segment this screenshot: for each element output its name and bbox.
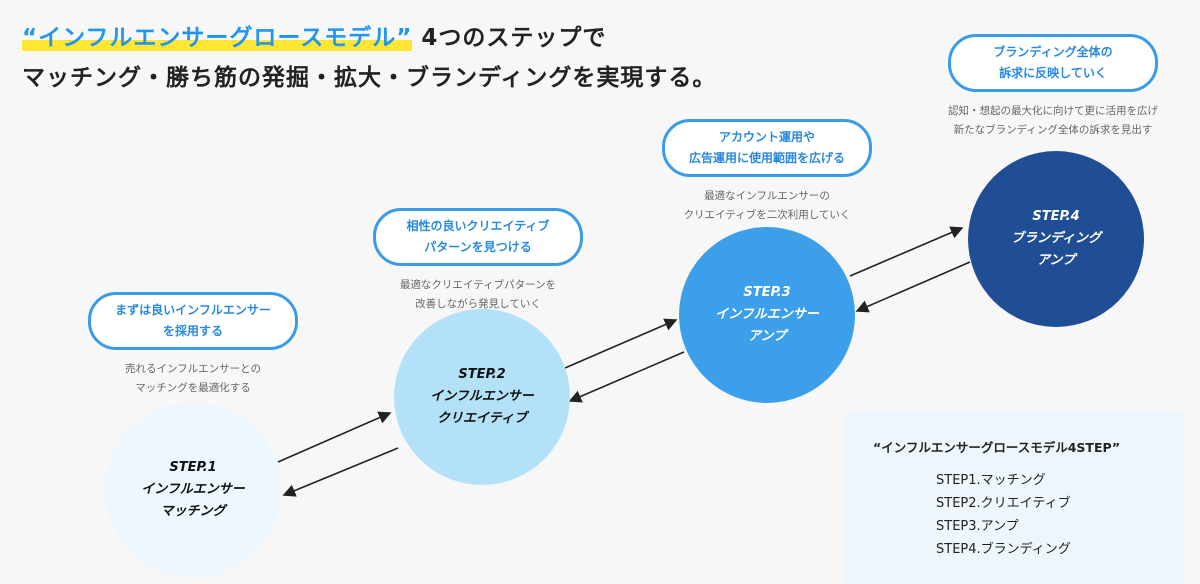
- circle-label: アンプ: [747, 329, 787, 344]
- circle-label: インフルエンサー: [715, 307, 819, 322]
- description-line: 認知・想起の最大化に向けて更に活用を広げ: [948, 105, 1158, 117]
- step-2-circle: STEP.2 インフルエンサークリエイティブ: [394, 309, 570, 485]
- summary-title: “インフルエンサーグロースモデル4STEP”: [873, 440, 1121, 455]
- pill-line: 広告運用に使用範囲を広げる: [688, 151, 845, 165]
- summary-item: STEP2.クリエイティブ: [936, 496, 1071, 511]
- heading-line2: マッチング・勝ち筋の発掘・拡大・ブランディングを実現する。: [22, 65, 717, 91]
- circle-label: STEP.4: [1032, 209, 1080, 224]
- arrow-back-3: [855, 261, 971, 313]
- step-2-description: 最適なクリエイティブパターンを改善しながら発見していく: [328, 276, 628, 314]
- arrow-back-1: [282, 447, 399, 497]
- step-3-pill: アカウント運用や広告運用に使用範囲を広げる: [662, 119, 872, 177]
- circle-label: ブランディング: [1010, 231, 1102, 246]
- summary-item: STEP4.ブランディング: [936, 542, 1071, 557]
- description-line: 改善しながら発見していく: [415, 298, 541, 310]
- arrow-forward-1: [277, 411, 392, 463]
- circle-label: STEP.2: [458, 367, 506, 382]
- pill-line: 相性の良いクリエイティブ: [406, 219, 550, 233]
- circle-label: アンプ: [1036, 253, 1076, 268]
- pill-line: アカウント運用や: [718, 130, 815, 144]
- heading-rest: 4つのステップで: [412, 25, 607, 51]
- heading-line1: “インフルエンサーグロースモデル” 4つのステップで: [22, 18, 606, 58]
- circle-label: STEP.1: [169, 460, 217, 475]
- arrow-back-2: [568, 351, 685, 403]
- step-1-description: 売れるインフルエンサーとのマッチングを最適化する: [43, 360, 343, 398]
- summary-box: “インフルエンサーグロースモデル4STEP” STEP1.マッチング STEP2…: [843, 413, 1185, 584]
- description-line: 最適なクリエイティブパターンを: [399, 279, 557, 291]
- heading-highlight: “インフルエンサーグロースモデル”: [22, 25, 413, 51]
- description-line: 新たなブランディング全体の訴求を見出す: [953, 124, 1153, 136]
- arrow-forward-2: [564, 318, 678, 369]
- step-1-circle: STEP.1 インフルエンサーマッチング: [105, 402, 281, 578]
- pill-line: ブランディング全体の: [993, 45, 1113, 59]
- step-1-pill: まずは良いインフルエンサーを採用する: [88, 292, 298, 350]
- circle-label: STEP.3: [743, 285, 791, 300]
- arrow-forward-3: [849, 226, 964, 277]
- circle-label: マッチング: [160, 504, 226, 519]
- description-line: クリエイティブを二次利用していく: [683, 209, 851, 221]
- pill-line: パターンを見つける: [424, 240, 532, 254]
- step-4-pill: ブランディング全体の訴求に反映していく: [948, 34, 1158, 92]
- pill-line: を採用する: [162, 324, 223, 338]
- pill-line: まずは良いインフルエンサー: [115, 303, 271, 317]
- step-3-circle: STEP.3 インフルエンサーアンプ: [679, 227, 855, 403]
- pill-line: 訴求に反映していく: [999, 66, 1107, 80]
- description-line: 売れるインフルエンサーとの: [124, 363, 262, 375]
- circle-label: インフルエンサー: [141, 482, 245, 497]
- step-4-description: 認知・想起の最大化に向けて更に活用を広げ新たなブランディング全体の訴求を見出す: [903, 102, 1200, 140]
- circle-label: インフルエンサー: [430, 389, 534, 404]
- step-4-circle: STEP.4 ブランディングアンプ: [968, 151, 1144, 327]
- circle-label: クリエイティブ: [437, 411, 527, 426]
- summary-item: STEP3.アンプ: [936, 519, 1019, 534]
- description-line: マッチングを最適化する: [135, 382, 251, 394]
- step-2-pill: 相性の良いクリエイティブパターンを見つける: [373, 208, 583, 266]
- step-3-description: 最適なインフルエンサーのクリエイティブを二次利用していく: [617, 187, 917, 225]
- summary-item: STEP1.マッチング: [936, 473, 1046, 488]
- description-line: 最適なインフルエンサーの: [704, 190, 830, 202]
